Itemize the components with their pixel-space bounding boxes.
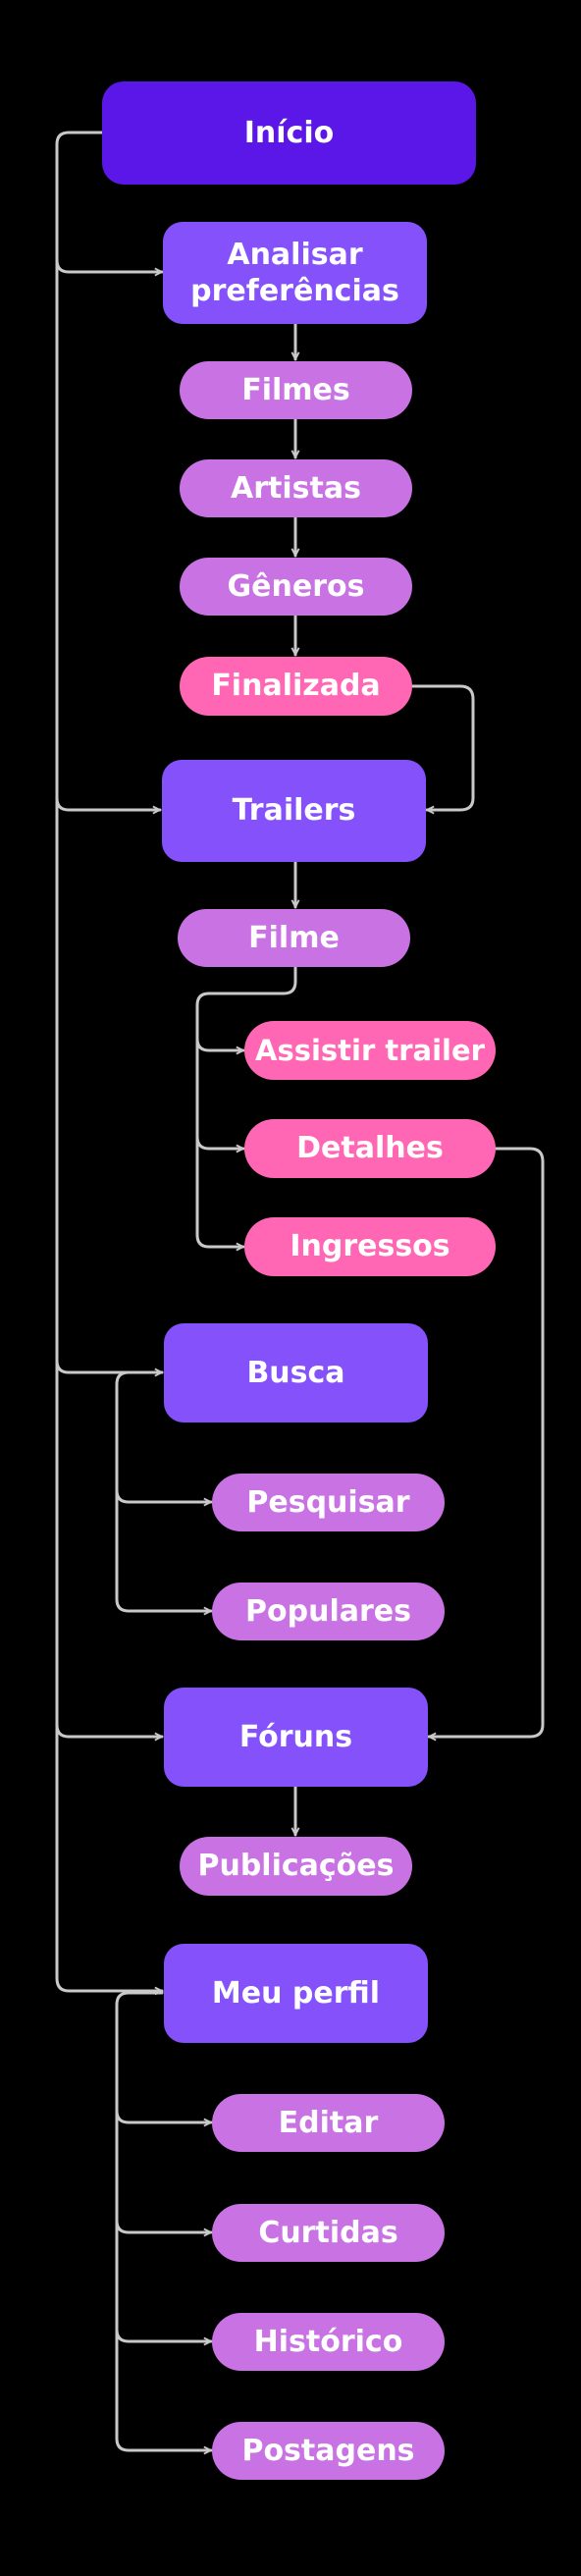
node-historico[interactable]: Histórico — [212, 2313, 445, 2371]
node-curtidas[interactable]: Curtidas — [212, 2204, 445, 2262]
edge-busca-pesquisar — [115, 1488, 213, 1502]
node-generos[interactable]: Gêneros — [180, 558, 412, 616]
node-busca[interactable]: Busca — [164, 1323, 428, 1422]
node-filmes[interactable]: Filmes — [180, 361, 412, 419]
node-populares[interactable]: Populares — [212, 1583, 445, 1640]
edge-filme-detalhes — [195, 1135, 245, 1149]
edge-filme-branch — [195, 965, 297, 1247]
edge-spine-foruns — [55, 1723, 164, 1737]
node-postagens[interactable]: Postagens — [212, 2422, 445, 2480]
node-ingressos[interactable]: Ingressos — [244, 1217, 496, 1276]
node-meu-perfil[interactable]: Meu perfil — [164, 1944, 428, 2043]
edge-spine-busca — [55, 1359, 164, 1372]
edge-finalizada-trailers — [408, 684, 475, 810]
node-trailers[interactable]: Trailers — [162, 760, 426, 862]
edge-spine-analisar — [55, 258, 164, 272]
edge-detalhes-foruns — [427, 1147, 545, 1737]
node-filme[interactable]: Filme — [178, 909, 410, 967]
node-assistir-trailer[interactable]: Assistir trailer — [244, 1021, 496, 1080]
node-inicio[interactable]: Início — [102, 81, 476, 185]
edge-perfil-branch — [115, 1991, 213, 2450]
node-detalhes[interactable]: Detalhes — [244, 1119, 496, 1178]
edge-inicio-spine — [55, 131, 164, 1991]
node-foruns[interactable]: Fóruns — [164, 1688, 428, 1787]
node-editar[interactable]: Editar — [212, 2094, 445, 2152]
node-artistas[interactable]: Artistas — [180, 459, 412, 517]
node-analisar-preferencias[interactable]: Analisar preferências — [163, 222, 427, 324]
edge-perfil-curtidas — [115, 2219, 213, 2232]
edge-perfil-editar — [115, 2109, 213, 2122]
node-publicacoes[interactable]: Publicações — [180, 1837, 412, 1896]
node-pesquisar[interactable]: Pesquisar — [212, 1474, 445, 1531]
edge-filme-assistir — [195, 1037, 245, 1050]
edge-spine-trailers — [55, 796, 162, 810]
node-finalizada[interactable]: Finalizada — [180, 657, 412, 716]
edge-perfil-historico — [115, 2328, 213, 2341]
